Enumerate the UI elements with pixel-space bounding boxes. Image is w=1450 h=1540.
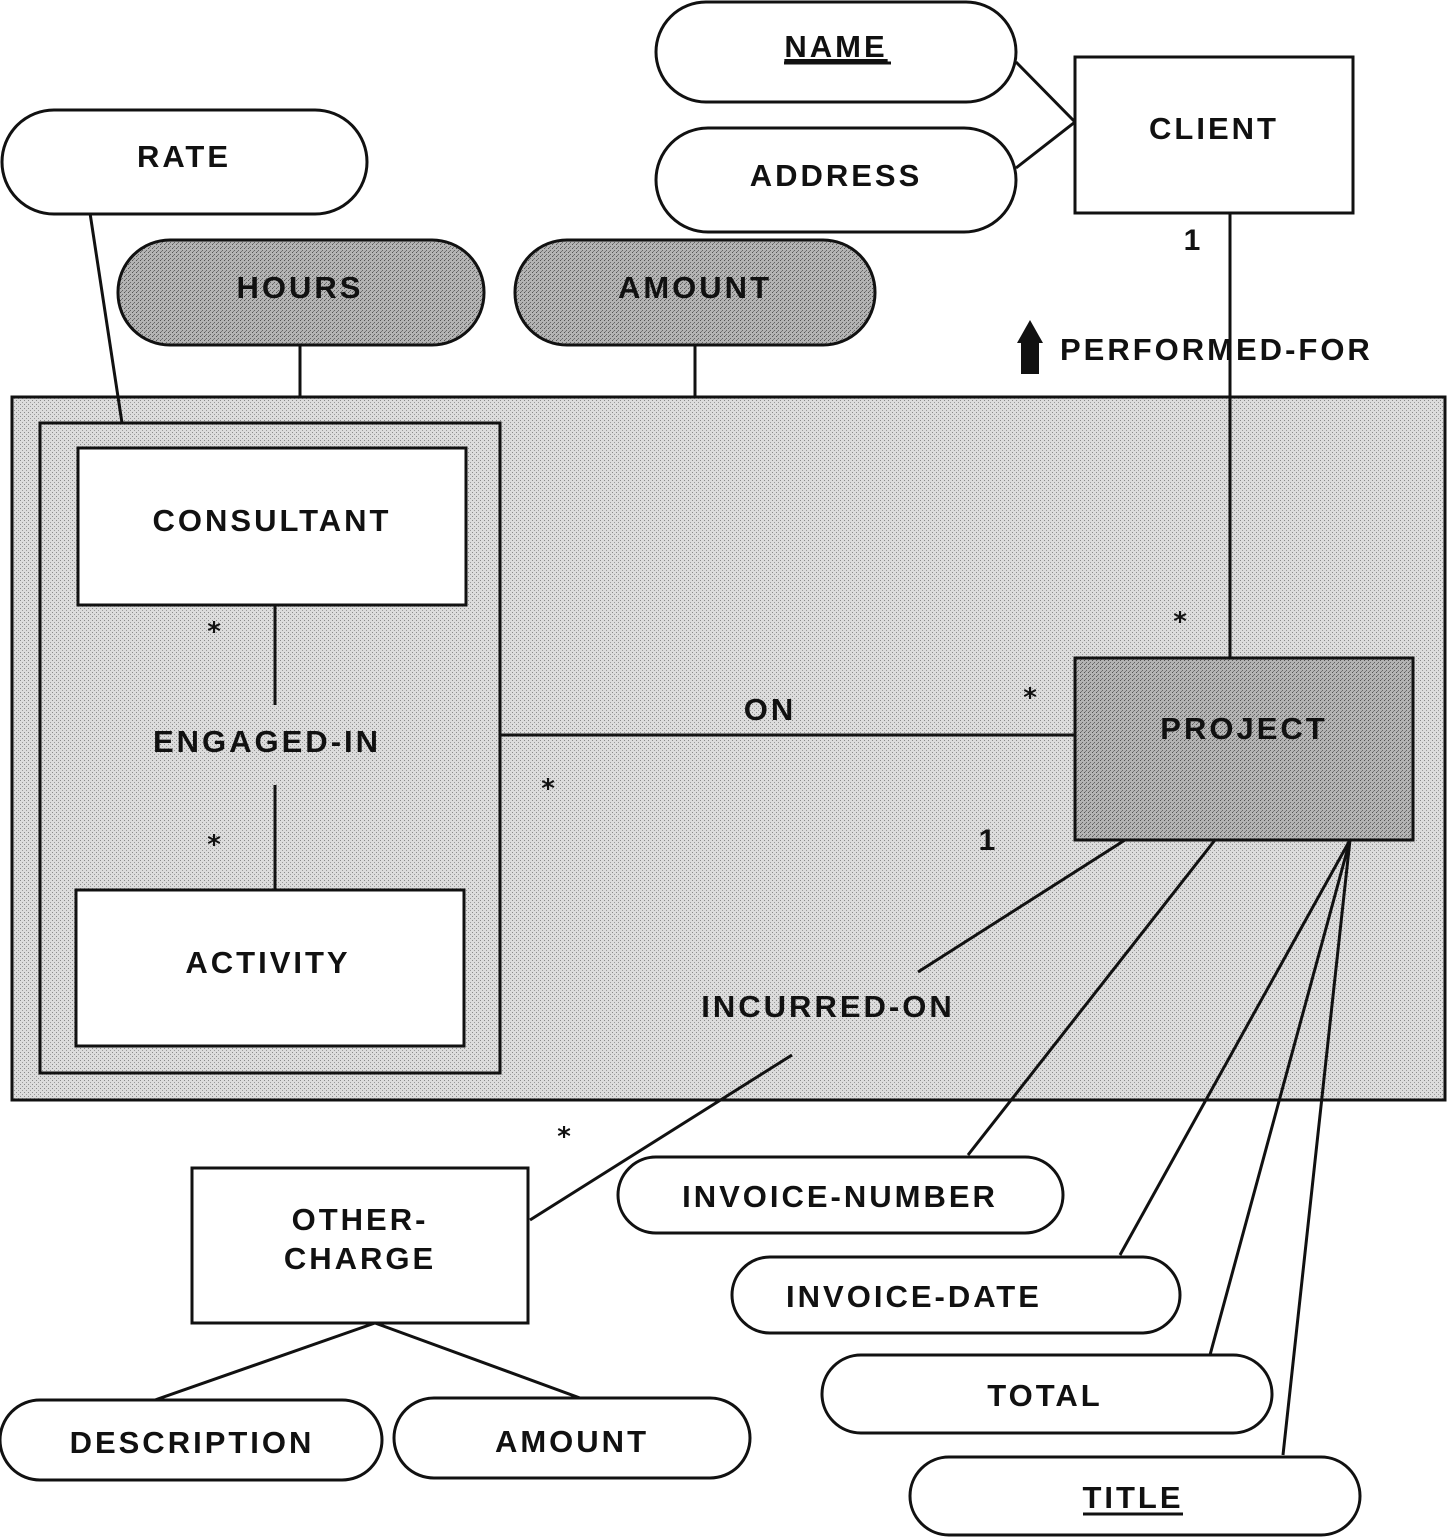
address-attribute	[654, 126, 1018, 234]
other-charge-entity	[190, 1166, 530, 1325]
activity-label: ACTIVITY	[185, 945, 350, 980]
title-attribute	[908, 1455, 1362, 1537]
amount-bottom-label: AMOUNT	[495, 1424, 649, 1459]
hours-attribute-label: HOURS	[237, 270, 364, 305]
project-entity	[1073, 656, 1415, 842]
incurred-on-label: INCURRED-ON	[701, 989, 954, 1024]
client-cardinality-one: 1	[1184, 224, 1201, 257]
client-label: CLIENT	[1149, 111, 1279, 146]
description-label: DESCRIPTION	[70, 1425, 315, 1460]
rate-attribute	[0, 108, 369, 216]
on-cardinality-left: *	[541, 774, 555, 804]
consultant-cardinality-many: *	[207, 617, 221, 647]
project-label: PROJECT	[1160, 711, 1327, 746]
on-cardinality-right: *	[1023, 683, 1037, 713]
hours-attribute	[116, 238, 486, 347]
address-attribute-label: ADDRESS	[750, 158, 923, 193]
rate-attribute-label: RATE	[137, 139, 231, 174]
connector-lines	[88, 60, 1352, 1456]
other-charge-label-line1: OTHER-	[292, 1202, 429, 1237]
name-attribute	[654, 0, 1018, 104]
invoice-date-label: INVOICE-DATE	[786, 1279, 1042, 1314]
name-attribute-label: NAME	[784, 29, 887, 64]
project-cardinality-many: *	[1173, 607, 1187, 637]
invoice-date-attribute	[730, 1255, 1182, 1335]
on-label: ON	[744, 692, 797, 727]
amount-attribute-bottom	[392, 1396, 752, 1480]
activity-cardinality-many: *	[207, 830, 221, 860]
consultant-label: CONSULTANT	[153, 503, 392, 538]
incurred-on-cardinality-many: *	[557, 1122, 571, 1152]
title-label: TITLE	[1082, 1480, 1183, 1515]
engaged-in-label: ENGAGED-IN	[153, 724, 381, 759]
amount-top-label: AMOUNT	[618, 270, 772, 305]
total-attribute	[820, 1353, 1274, 1435]
client-entity	[1073, 55, 1355, 215]
activity-entity	[74, 888, 466, 1048]
consultant-entity	[76, 446, 468, 607]
other-charge-label-line2: CHARGE	[284, 1241, 436, 1276]
invoice-number-attribute	[616, 1155, 1065, 1235]
engaged-in-label-bg	[150, 712, 390, 766]
performed-for-arrow-icon	[1017, 320, 1043, 374]
invoice-number-label: INVOICE-NUMBER	[682, 1179, 998, 1214]
performed-for-label: PERFORMED-FOR	[1060, 332, 1373, 367]
incurred-on-cardinality-one: 1	[979, 824, 996, 857]
amount-attribute-top	[513, 238, 877, 347]
description-attribute	[0, 1398, 384, 1482]
total-label: TOTAL	[987, 1378, 1102, 1413]
